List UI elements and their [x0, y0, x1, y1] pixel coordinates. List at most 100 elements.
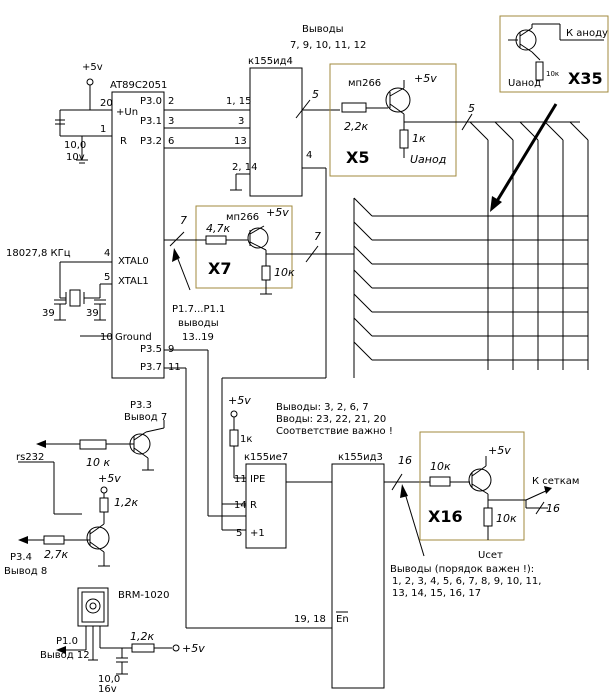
pin-1: 1 — [100, 124, 106, 135]
dec1-in-4: 4 — [306, 150, 312, 161]
dec1-in-3: 3 — [238, 116, 244, 127]
x5-r-load: 1к — [412, 132, 426, 145]
dec1-in-1-15: 1, 15 — [226, 96, 251, 107]
counter-pin-11: 11 — [234, 474, 247, 485]
x5-bus: 5 — [468, 102, 475, 115]
x16-output: Uсет — [478, 550, 503, 561]
x7-bus-in: 7 — [180, 214, 187, 227]
dec1-in-2-14: 2, 14 — [232, 162, 257, 173]
mcu-p31: P3.1 — [140, 116, 162, 127]
x5-r-base: 2,2к — [344, 120, 368, 133]
brm-p10: P1.0 — [56, 636, 78, 647]
x16-r-base: 10к — [430, 460, 451, 473]
x5-transistor: мп266 — [348, 78, 381, 89]
p34-label: P3.4 — [10, 552, 32, 563]
x16-supply: +5v — [488, 444, 511, 457]
mcu-p37: P3.7 — [140, 362, 162, 373]
dec2-outputs-line1: 1, 2, 3, 4, 5, 6, 7, 8, 9, 10, 11, — [392, 576, 541, 587]
mcu-vcc-pin: +Un — [116, 107, 138, 118]
mcu-p32: P3.2 — [140, 136, 162, 147]
brm-p10-pin: Вывод 12 — [40, 650, 90, 661]
anode-bus-lines — [469, 121, 589, 370]
x16-bus: 16 — [546, 502, 560, 515]
counter-pin-5: 5 — [236, 528, 242, 539]
x35-arrow — [490, 103, 558, 212]
dec1-outputs-list: 7, 9, 10, 11, 12 — [290, 40, 366, 51]
decoder-id3: к155ид3 19, 18 En 16 Выводы (порядок важ… — [164, 367, 541, 689]
dec2-outputs-line2: 13, 14, 15, 16, 17 — [392, 588, 481, 599]
mcu-ground: Ground — [115, 332, 152, 343]
x7-r-base: 4,7к — [206, 222, 230, 235]
reset-cap-value: 10,0 — [64, 140, 86, 151]
counter-name: к155ие7 — [244, 452, 288, 463]
brm-cap: 10,0 — [98, 674, 120, 685]
x7-bus-out: 7 — [314, 230, 321, 243]
x35-uanode: Uанод — [508, 78, 541, 89]
brm-r: 1,2к — [130, 630, 154, 643]
crystal-cap2: 39 — [86, 308, 99, 319]
pin-4: 4 — [104, 248, 110, 259]
crystal-cap1: 39 — [42, 308, 55, 319]
x5-supply: +5v — [414, 72, 437, 85]
x7-label: X7 — [208, 259, 231, 278]
pin-5: 5 — [104, 272, 110, 283]
rs232-section: P3.3 Вывод 7 10 к rs232 +5v 1,2к 2,7к — [4, 400, 167, 577]
dec2-en: En — [336, 614, 349, 625]
p34-pin: Вывод 8 — [4, 566, 47, 577]
x35-label: X35 — [568, 69, 603, 88]
counter-pullup: 1к — [240, 434, 252, 445]
mcu-p35: P3.5 — [140, 344, 162, 355]
port1-range: P1.7...P1.1 — [172, 304, 225, 315]
port1-pins: 13..19 — [182, 332, 214, 343]
module-x7: мп266 +5v 4,7к 10к X7 7 7 — [164, 205, 354, 295]
dec1-bus: 5 — [312, 88, 319, 101]
port1-note: P1.7...P1.1 выводы 13..19 — [172, 248, 225, 343]
x7-transistor: мп266 — [226, 212, 259, 223]
counter-plus1: +1 — [250, 528, 265, 539]
brm-name: BRM-1020 — [118, 590, 170, 601]
x35-to-anode: К аноду — [566, 28, 608, 39]
x16-label: X16 — [428, 507, 463, 526]
counter-supply: +5v — [228, 394, 251, 407]
x7-supply: +5v — [266, 206, 289, 219]
mcu-p30: P3.0 — [140, 96, 162, 107]
x35-r: 10к — [546, 70, 559, 78]
reset-cap-voltage: 10v — [66, 152, 85, 163]
decoder-id4: к155ид4 Выводы 7, 9, 10, 11, 12 1, 15 3 … — [164, 24, 366, 378]
mcu-power-section: +5v 10,0 10v — [55, 62, 112, 164]
rs232-r3: 2,7к — [44, 548, 68, 561]
brm-cap-voltage: 16v — [98, 684, 117, 694]
dec2-en-pins: 19, 18 — [294, 614, 326, 625]
p33-label: P3.3 — [130, 400, 152, 411]
dec1-outputs-title: Выводы — [302, 24, 344, 35]
pin-20: 20 — [100, 98, 113, 109]
dec2-bus: 16 — [398, 454, 412, 467]
x16-to-grids: К сеткам — [532, 476, 579, 487]
mcu-xtal0: XTAL0 — [118, 256, 149, 267]
dec2-name: к155ид3 — [338, 452, 383, 463]
x16-r-load: 10к — [496, 512, 517, 525]
counter-note-outputs: Выводы: 3, 2, 6, 7 — [276, 402, 369, 413]
mcu-name: AT89C2051 — [110, 80, 167, 91]
counter-note-warning: Соответствие важно ! — [276, 426, 393, 437]
module-x16: +5v 10к 10к Uсет X16 К сеткам 16 — [419, 431, 579, 561]
rs232-r1: 10 к — [86, 456, 110, 469]
counter-reset: R — [250, 500, 257, 511]
segment-bus-lines — [353, 197, 588, 378]
brm-supply: +5v — [182, 642, 205, 655]
x5-output: Uанод — [410, 153, 446, 166]
counter-pin-14: 14 — [234, 500, 247, 511]
vcc-label: +5v — [82, 62, 103, 73]
dec1-in-13: 13 — [234, 136, 247, 147]
brm-section: BRM-1020 P1.0 Вывод 12 1,2к +5v 10,0 16v — [40, 587, 205, 694]
module-x5: мп266 +5v 2,2к 1к Uанод X5 5 — [329, 63, 580, 177]
crystal-section: 18027,8 КГц 39 39 — [6, 248, 112, 337]
rs232-label: rs232 — [16, 452, 44, 463]
mcu-pin-3: 3 — [168, 116, 174, 127]
pin-10: 10 — [100, 332, 113, 343]
dec1-name: к155ид4 — [248, 56, 293, 67]
mcu-reset-pin: R — [120, 136, 127, 147]
crystal-freq: 18027,8 КГц — [6, 248, 71, 259]
counter-ipe: IPE — [250, 474, 265, 485]
